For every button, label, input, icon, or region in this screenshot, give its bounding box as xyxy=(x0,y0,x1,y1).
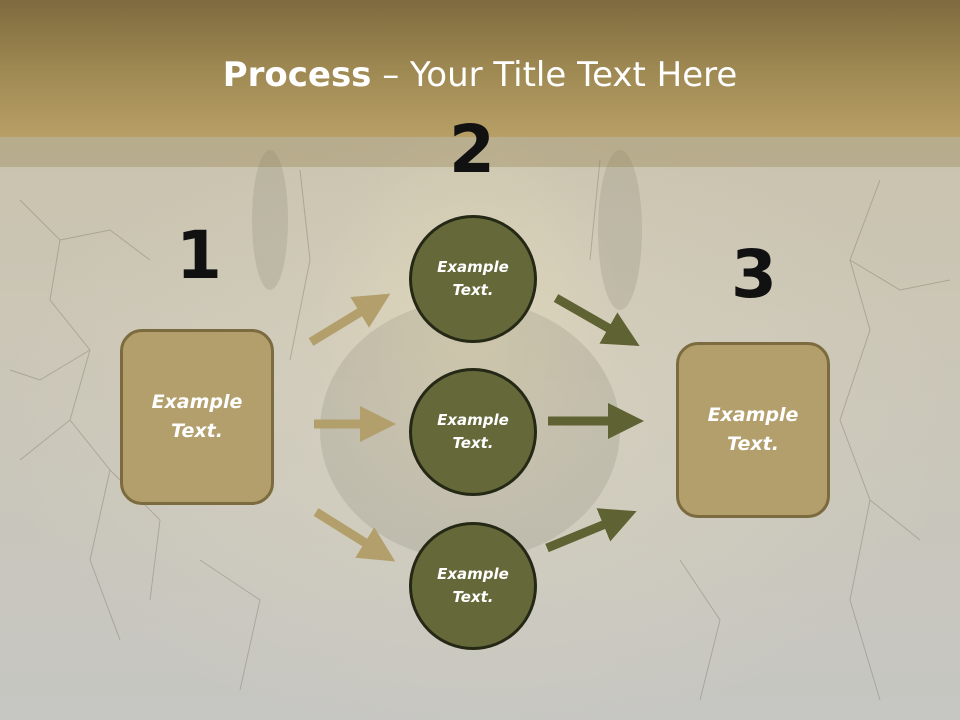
circle-bottom[interactable]: Example Text. xyxy=(409,522,537,650)
circle-top-text: Example Text. xyxy=(437,258,509,299)
step-number-3: 3 xyxy=(731,236,777,313)
arrow-right-top xyxy=(553,294,640,346)
arrow-left-top xyxy=(308,293,391,346)
circle-bottom-text: Example Text. xyxy=(437,565,509,606)
slide-title: Process – Your Title Text Here xyxy=(0,52,960,98)
arrow-left-bottom xyxy=(313,508,396,562)
step-number-2: 2 xyxy=(449,111,495,188)
circle-top[interactable]: Example Text. xyxy=(409,215,537,343)
right-box-text: Example Text. xyxy=(707,404,799,455)
step-number-1: 1 xyxy=(176,217,222,294)
left-box-text: Example Text. xyxy=(151,391,243,442)
arrow-right-bottom xyxy=(545,508,637,553)
circle-middle[interactable]: Example Text. xyxy=(409,368,537,496)
slide-title-rest: – Your Title Text Here xyxy=(371,55,738,95)
title-bar xyxy=(0,0,960,137)
right-text-box[interactable]: Example Text. xyxy=(676,342,830,518)
slide-title-bold: Process xyxy=(222,55,372,95)
title-bar-band xyxy=(0,137,960,167)
circle-middle-text: Example Text. xyxy=(437,411,509,452)
left-text-box[interactable]: Example Text. xyxy=(120,329,274,505)
